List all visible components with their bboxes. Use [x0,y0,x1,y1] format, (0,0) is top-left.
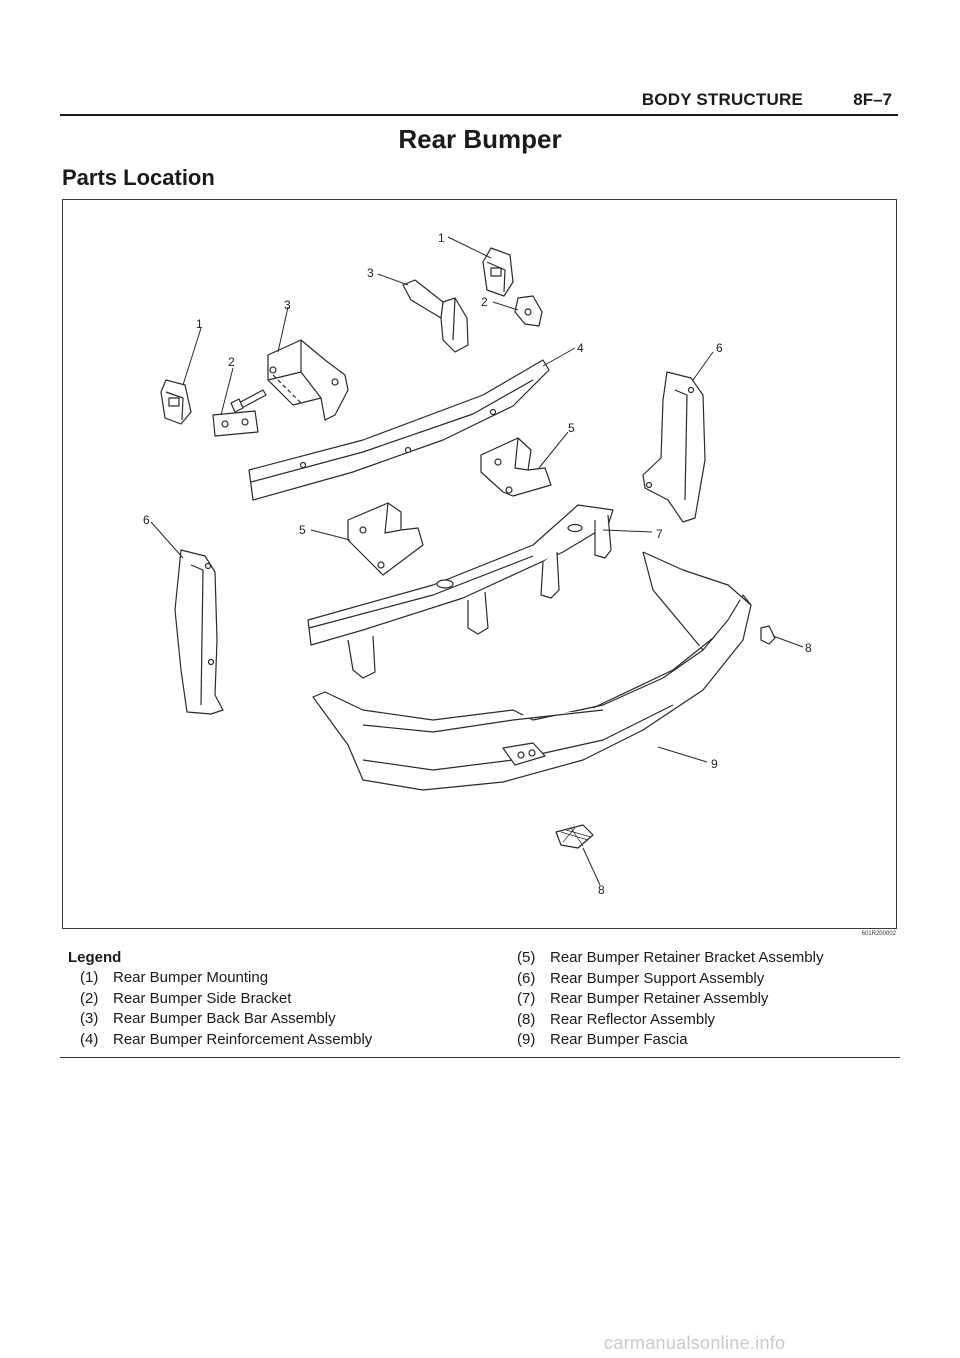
legend-item: (1) Rear Bumper Mounting [80,968,372,989]
legend-item-number: (8) [517,1010,536,1028]
legend-item-label: Rear Reflector Assembly [550,1010,716,1028]
leader-lines [150,236,804,886]
parts-location-figure: 1 3 2 3 1 2 4 6 5 6 5 7 8 9 8 [62,199,897,929]
rear-bumper-side-bracket-part [514,295,543,327]
section-title: BODY STRUCTURE [641,90,803,109]
legend-item-number: (4) [80,1030,99,1048]
callout-label: 2 [228,355,235,369]
callout-label: 3 [284,298,291,312]
legend-item-number: (2) [80,989,99,1007]
rear-bumper-side-bracket-part-left [212,410,259,437]
rear-bumper-retainer-bracket-part-left [347,502,424,576]
legend-item-label: Rear Bumper Back Bar Assembly [113,1010,336,1027]
page-title: Rear Bumper [398,124,562,154]
callout-label: 5 [299,523,306,537]
rear-bumper-support-part-right [642,371,706,523]
callout-label: 8 [805,641,812,655]
legend-item-number: (9) [517,1031,536,1048]
bolt-part [230,389,267,413]
legend-item: (9) Rear Bumper Fascia [517,1030,823,1051]
watermark: carmanualsonline.info [604,1333,786,1353]
callout-label: 6 [716,341,723,355]
rear-bumper-fascia-part [312,551,752,791]
legend-item: (8) Rear Reflector Assembly [517,1010,823,1031]
footer-divider [60,1057,900,1058]
legend-item-number: (3) [80,1010,99,1027]
rear-bumper-reinforcement-part [248,359,550,501]
rear-reflector-part-bottom [555,824,594,849]
page-number: 8F–7 [853,90,892,109]
callout-label: 9 [711,757,718,771]
legend-item-label: Rear Bumper Reinforcement Assembly [113,1030,373,1048]
rear-bumper-support-part-left [174,549,224,715]
callout-label: 1 [196,317,203,331]
legend-item: (7) Rear Bumper Retainer Assembly [517,989,823,1010]
legend-item-number: (6) [517,969,536,987]
rear-bumper-retainer-bracket-part-right [480,437,552,497]
callout-label: 2 [481,295,488,309]
callout-label: 1 [438,231,445,245]
legend-item: (3) Rear Bumper Back Bar Assembly [80,1009,372,1030]
callout-labels: 1 3 2 3 1 2 4 6 5 6 5 7 8 9 8 [143,231,812,897]
rear-bumper-back-bar-part [402,279,469,353]
legend-item-label: Rear Bumper Support Assembly [550,969,765,987]
rear-bumper-back-bar-part-left [267,339,349,421]
callout-label: 4 [577,341,584,355]
legend-item-label: Rear Bumper Fascia [550,1031,688,1048]
figure-id: 601R200002 [861,931,896,937]
legend-item-number: (1) [80,969,99,986]
legend-item: (5) Rear Bumper Retainer Bracket Assembly [517,948,823,969]
callout-label: 8 [598,883,605,897]
legend-item-label: Rear Bumper Mounting [113,969,269,986]
callout-label: 5 [568,421,575,435]
legend-item: (6) Rear Bumper Support Assembly [517,969,823,990]
legend-item: (2) Rear Bumper Side Bracket [80,989,372,1010]
page-header: BODY STRUCTURE 8F–7 [60,88,898,116]
legend-column-right: (5) Rear Bumper Retainer Bracket Assembly… [517,948,823,1051]
legend-item-number: (5) [517,949,536,966]
callout-label: 7 [656,527,663,541]
legend-item-label: Rear Bumper Retainer Assembly [550,990,769,1007]
legend-column-left: (1) Rear Bumper Mounting (2) Rear Bumper S… [80,968,372,1050]
callout-label: 6 [143,513,150,527]
exploded-view-drawing: 1 3 2 3 1 2 4 6 5 6 5 7 8 9 8 [143,231,812,897]
rear-bumper-mounting-part [482,247,514,297]
rear-reflector-part-right [760,625,776,645]
legend-item-number: (7) [517,990,536,1007]
legend-item: (4) Rear Bumper Reinforcement Assembly [80,1030,372,1051]
section-subtitle: Parts Location [62,165,215,190]
rear-bumper-retainer-part [307,504,614,679]
legend-item-label: Rear Bumper Retainer Bracket Assembly [550,949,824,966]
legend-heading: Legend [68,949,122,966]
callout-label: 3 [367,266,374,280]
rear-bumper-mounting-part-left [160,379,192,425]
legend-item-label: Rear Bumper Side Bracket [113,989,292,1007]
